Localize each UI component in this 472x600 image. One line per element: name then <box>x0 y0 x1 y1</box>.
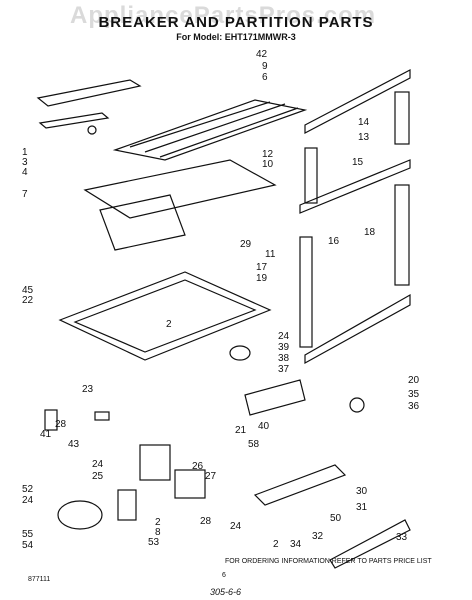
part-fan-motor <box>57 500 103 530</box>
callout-number: 30 <box>356 486 368 497</box>
part-clip <box>87 125 97 135</box>
callout-number: 24 <box>22 495 34 506</box>
part-light-bulb <box>349 397 365 413</box>
part-trim-bottom <box>304 293 411 365</box>
callout-number: 27 <box>205 471 217 482</box>
callout-number: 17 <box>256 262 268 273</box>
callout-number: 3 <box>22 157 28 168</box>
callout-number: 50 <box>330 513 342 524</box>
callout-number: 29 <box>240 239 252 250</box>
callout-number: 12 <box>262 149 274 160</box>
page-title: BREAKER AND PARTITION PARTS <box>98 14 374 31</box>
callout-number: 16 <box>328 236 340 247</box>
callout-number: 6 <box>262 72 268 83</box>
callout-number: 4 <box>22 167 28 178</box>
part-partition <box>58 271 272 361</box>
part-trim-top <box>304 69 411 134</box>
callout-number: 35 <box>408 389 420 400</box>
part-air-duct <box>99 194 186 251</box>
part-switch <box>117 489 137 521</box>
handwritten-note: 305-6-6 <box>210 587 242 597</box>
part-damper <box>139 444 171 481</box>
callout-number: 53 <box>148 537 160 548</box>
callout-number: 11 <box>265 249 276 260</box>
part-trim-14 <box>394 91 410 145</box>
callout-number: 41 <box>40 429 52 440</box>
callout-number: 23 <box>82 384 94 395</box>
callout-number: 58 <box>248 439 260 450</box>
callout-number: 42 <box>256 49 268 60</box>
callout-number: 33 <box>396 532 408 543</box>
part-strip-lower <box>38 112 110 129</box>
callout-number: 39 <box>278 342 290 353</box>
callout-number: 45 <box>22 285 34 296</box>
part-control-block <box>174 469 206 499</box>
part-partition-inner <box>73 279 257 353</box>
callout-number: 8 <box>155 527 161 538</box>
callout-number: 24 <box>278 331 290 342</box>
callout-number: 9 <box>262 61 268 72</box>
callout-number: 18 <box>364 227 376 238</box>
part-breaker-strip <box>36 79 142 107</box>
model-subtitle: For Model: EHT171MMWR-3 <box>176 32 296 42</box>
callout-number: 24 <box>230 521 242 532</box>
callout-number: 52 <box>22 484 34 495</box>
part-control-housing <box>244 379 306 416</box>
ordering-note: FOR ORDERING INFORMATION REFER TO PARTS … <box>225 558 432 565</box>
part-trim-19 <box>299 236 313 348</box>
callout-number: 40 <box>258 421 270 432</box>
callout-number: 34 <box>290 539 302 550</box>
callout-number: 13 <box>358 132 370 143</box>
callout-number: 15 <box>352 157 364 168</box>
callout-number: 25 <box>92 471 104 482</box>
callout-number: 2 <box>273 539 279 550</box>
part-bracket-43 <box>44 409 58 431</box>
part-trim-12 <box>304 147 318 204</box>
part-trim-18 <box>394 184 410 286</box>
watermark: AppliancePartsPros.com <box>70 2 377 29</box>
callout-number: 54 <box>22 540 34 551</box>
callout-number: 28 <box>200 516 212 527</box>
part-grille <box>112 99 308 161</box>
callout-number: 19 <box>256 273 268 284</box>
callout-number: 22 <box>22 295 34 306</box>
part-toe-grille-bracket <box>253 464 347 506</box>
callout-number: 20 <box>408 375 420 386</box>
part-bracket-23 <box>94 411 110 421</box>
part-breaker-frame <box>83 159 277 219</box>
callout-number: 31 <box>356 502 368 513</box>
callout-number: 14 <box>358 117 370 128</box>
callout-number: 32 <box>312 531 324 542</box>
callout-number: 36 <box>408 401 420 412</box>
callout-number: 37 <box>278 364 290 375</box>
callout-number: 21 <box>235 425 247 436</box>
callout-number: 43 <box>68 439 80 450</box>
part-thermostat-knob <box>229 345 251 361</box>
callout-number: 26 <box>192 461 204 472</box>
callout-number: 1 <box>22 147 28 158</box>
callout-number: 24 <box>92 459 104 470</box>
callout-number: 28 <box>55 419 67 430</box>
callout-number: 2 <box>155 517 161 528</box>
callout-number: 38 <box>278 353 290 364</box>
catalog-code: 877111 <box>28 576 51 583</box>
part-trim-15 <box>299 159 411 214</box>
callout-number: 55 <box>22 529 34 540</box>
part-toe-grille <box>329 519 411 569</box>
callout-number: 2 <box>166 319 172 330</box>
callout-number: 10 <box>262 159 274 170</box>
page-number: 6 <box>222 572 226 579</box>
callout-number: 7 <box>22 189 28 200</box>
